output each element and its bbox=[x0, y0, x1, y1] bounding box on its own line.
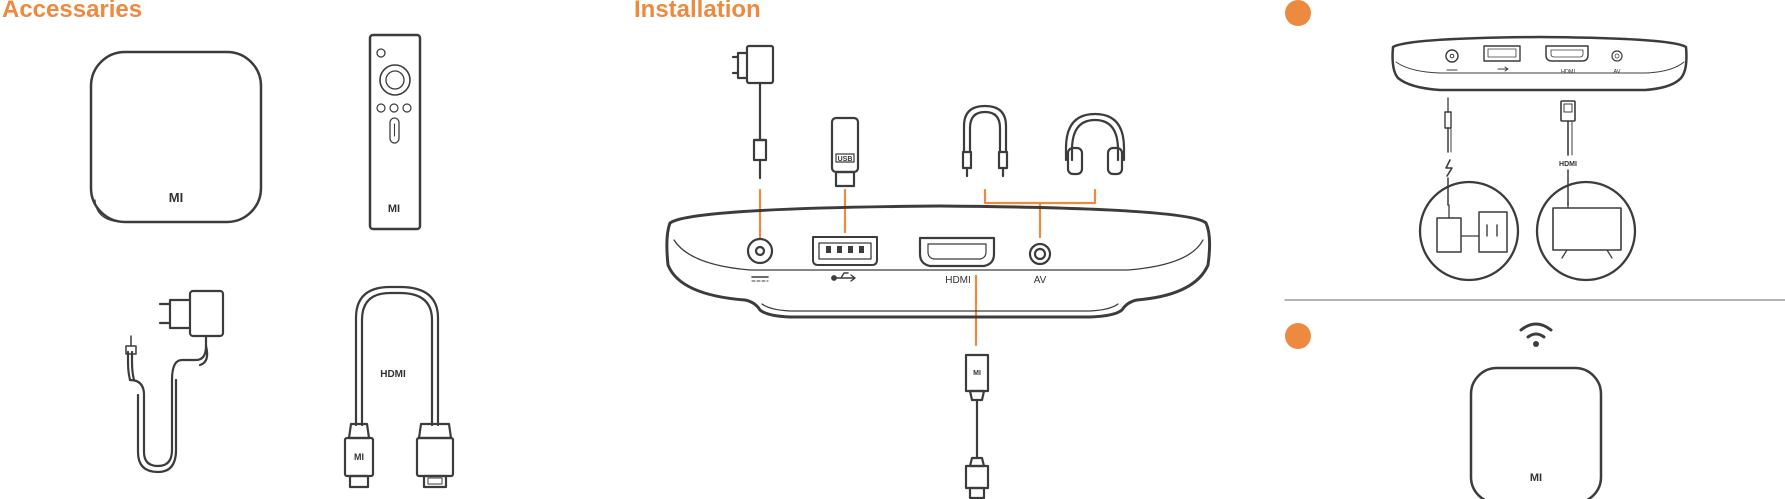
accessories-heading: Accessaries bbox=[2, 0, 143, 23]
mini-hdmi-cable-label: HDMI bbox=[1559, 161, 1577, 168]
audio-cable-icon bbox=[961, 104, 1009, 178]
mini-power-cable bbox=[1444, 97, 1453, 206]
hdmi-cable bbox=[343, 285, 455, 489]
usb-stick-label: USB bbox=[838, 156, 853, 163]
power-plug-icon bbox=[731, 44, 775, 180]
tv-circle bbox=[1535, 180, 1637, 282]
av-port bbox=[1028, 242, 1052, 266]
wall-outlet-circle bbox=[1418, 180, 1520, 282]
wall-outlet-icon bbox=[1478, 211, 1508, 253]
connector-lines bbox=[758, 188, 1097, 347]
wifi-icon bbox=[1519, 322, 1553, 339]
av-port-label: AV bbox=[1034, 275, 1047, 286]
device-logo-text: MI bbox=[1530, 472, 1542, 484]
hdmi-cable-label: HDMI bbox=[380, 369, 406, 380]
mini-hdmi-cable bbox=[1560, 100, 1576, 206]
mi-box-device bbox=[89, 50, 263, 224]
power-port bbox=[746, 237, 774, 282]
mini-back-panel bbox=[1391, 35, 1688, 92]
hdmi-connector-icon bbox=[964, 353, 990, 499]
usb-port bbox=[812, 236, 878, 282]
mini-av-label: AV bbox=[1614, 69, 1621, 75]
power-adapter bbox=[125, 289, 225, 474]
usb-stick-icon bbox=[830, 116, 860, 188]
box-logo-text: MI bbox=[169, 190, 183, 205]
hdmi-port bbox=[918, 236, 996, 268]
lightning-icon bbox=[1445, 159, 1453, 177]
tv-icon bbox=[1552, 207, 1622, 251]
remote-control bbox=[368, 33, 422, 231]
hdmi-plug-logo: MI bbox=[973, 370, 981, 377]
installation-heading: Installation bbox=[634, 0, 761, 23]
hdmi-port-label: HDMI bbox=[945, 275, 971, 286]
headphones-icon bbox=[1064, 112, 1126, 176]
step-1-marker bbox=[1285, 0, 1311, 26]
mi-box-back-panel bbox=[665, 204, 1212, 319]
step-2-marker bbox=[1285, 323, 1311, 349]
mini-hdmi-label: HDMI bbox=[1561, 69, 1576, 75]
remote-logo-text: MI bbox=[388, 203, 400, 215]
mi-box-device-step2 bbox=[1469, 366, 1603, 499]
cable-logo-text: MI bbox=[354, 452, 364, 462]
